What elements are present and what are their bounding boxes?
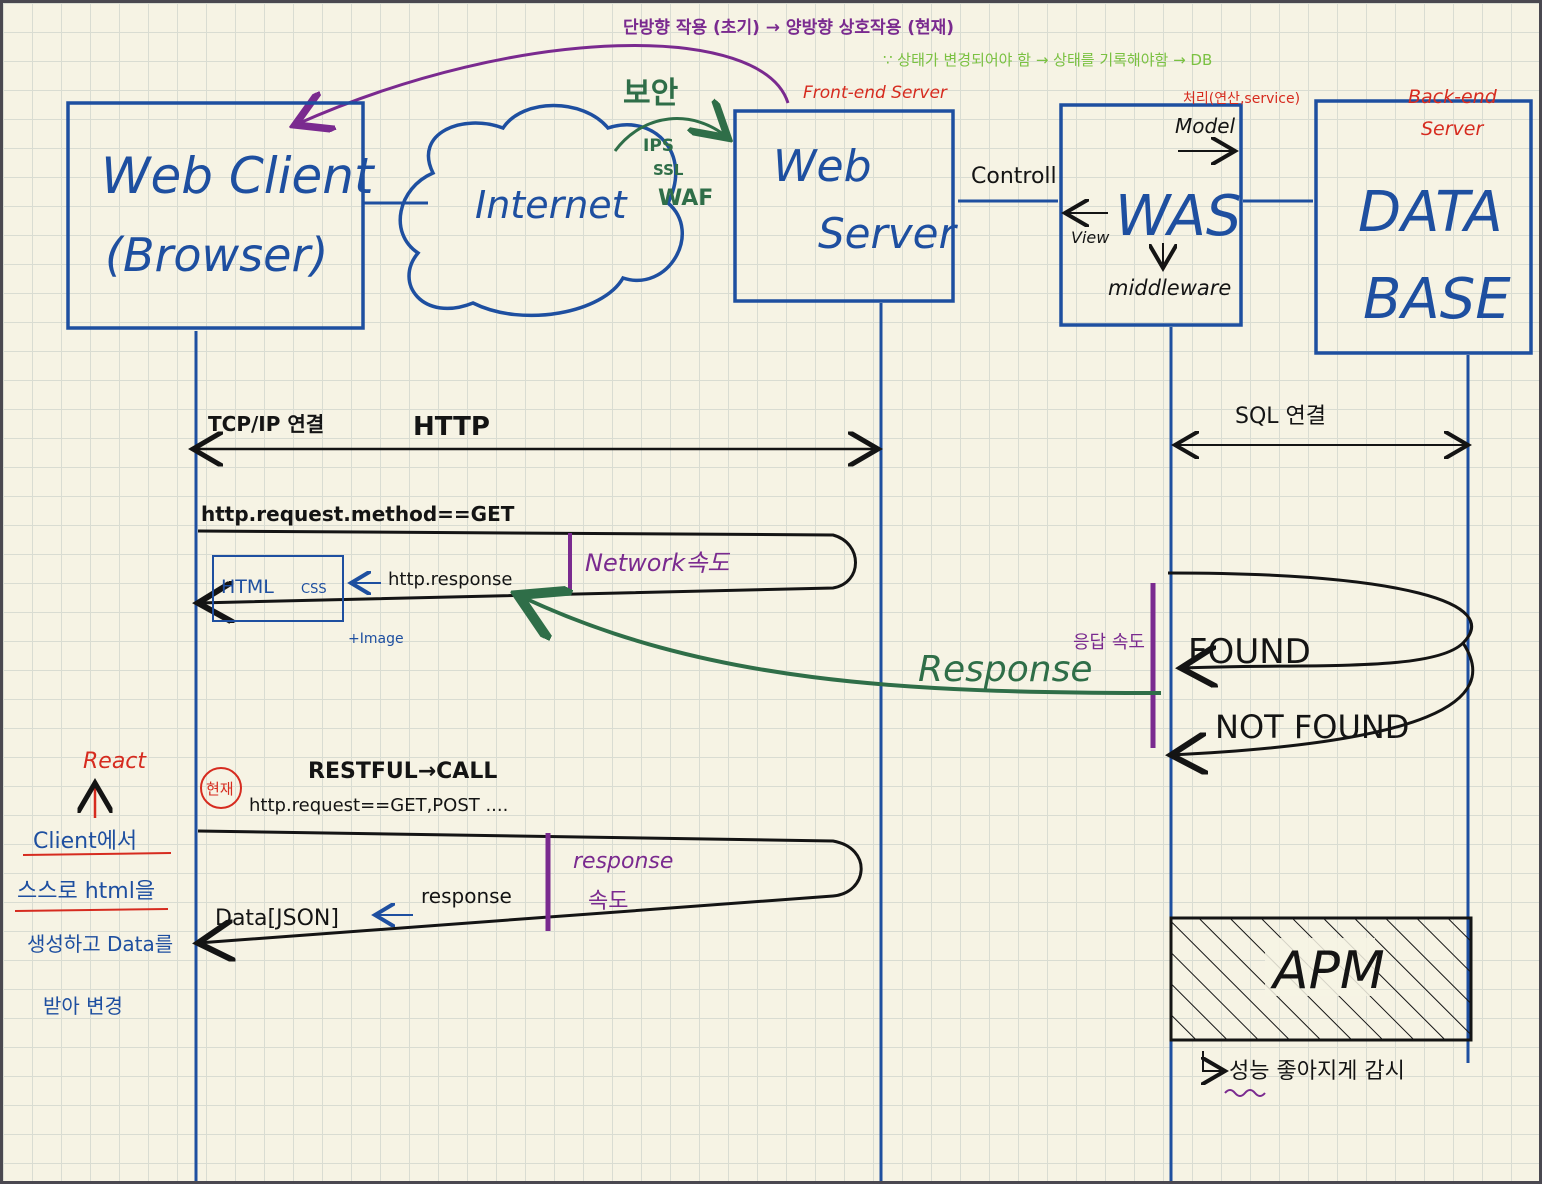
was-view: View <box>1071 228 1110 247</box>
network-speed-label: Network속도 <box>585 549 730 577</box>
request-get-label: http.request.method==GET <box>201 502 515 526</box>
data-json-label: Data[JSON] <box>215 906 339 931</box>
back-end-server-tag-2: Server <box>1421 118 1484 140</box>
internet-cloud <box>398 103 684 318</box>
apm-note: 성능 좋아지게 감시 <box>1229 1059 1405 1084</box>
sql-label: SQL 연결 <box>1235 404 1326 429</box>
response-speed2-b: 속도 <box>588 889 628 914</box>
db-notfound-loop <box>1171 642 1475 755</box>
web-server-title: Web <box>773 141 872 192</box>
diagram-svg: 단방향 작용 (초기) → 양방향 상호작용 (현재) ∵ 상태가 변경되어야 … <box>14 17 1533 1181</box>
db-found-loop <box>1167 571 1474 668</box>
apm-note-arrow <box>1203 1051 1225 1071</box>
css-label: CSS <box>301 582 327 597</box>
was-box <box>1059 103 1243 327</box>
security-ips: IPS <box>643 136 674 156</box>
web-client-box <box>66 101 365 330</box>
database-box <box>1314 99 1533 355</box>
was-model: Model <box>1175 114 1235 138</box>
side-note-underline1 <box>22 852 172 856</box>
side-note-underline2 <box>14 908 169 912</box>
web-server-subtitle: Server <box>818 209 958 258</box>
was-middleware: middleware <box>1108 276 1231 300</box>
controll-label: Controll <box>971 164 1057 189</box>
web-client-title: Web Client <box>101 147 376 205</box>
side-note-line4: 받아 변경 <box>43 994 123 1018</box>
back-end-server-tag-1: Back-end <box>1408 86 1498 108</box>
database-line1: DATA <box>1358 180 1503 245</box>
security-arrow <box>613 119 728 152</box>
side-note-line3: 생성하고 Data를 <box>27 932 173 956</box>
was-tag: 처리(연산,service) <box>1183 91 1300 107</box>
response-speed-label: 응답 속도 <box>1073 632 1145 653</box>
apm-label-bg <box>1265 938 1375 996</box>
found-label: FOUND <box>1188 632 1311 672</box>
response-small-label: response <box>421 884 512 908</box>
internet-label: Internet <box>475 183 629 227</box>
was-label: WAS <box>1115 184 1241 249</box>
side-note-line1: Client에서 <box>33 829 137 854</box>
tcp-label: TCP/IP 연결 <box>208 412 324 436</box>
restful-loop <box>198 829 863 943</box>
web-client-subtitle: (Browser) <box>105 228 328 282</box>
not-found-label: NOT FOUND <box>1215 708 1409 746</box>
now-label: 현재 <box>206 780 234 798</box>
database-line2: BASE <box>1363 267 1511 332</box>
restful-call-label: RESTFUL→CALL <box>308 759 497 784</box>
header-green-note: ∵ 상태가 변경되어야 함 → 상태를 기록해야함 → DB <box>883 51 1212 69</box>
header-purple-note: 단방향 작용 (초기) → 양방향 상호작용 (현재) <box>623 17 954 38</box>
request-getpost-label: http.request==GET,POST .... <box>249 795 508 816</box>
react-label: React <box>83 749 147 774</box>
unidirectional-arrow <box>295 44 790 125</box>
html-label: HTML <box>221 576 274 598</box>
apm-note-squiggle <box>1224 1089 1266 1097</box>
response-speed2-a: response <box>573 849 673 874</box>
security-ssl: SSL <box>653 161 684 179</box>
security-waf: WAF <box>658 186 713 211</box>
side-note-line2: 스스로 html을 <box>17 879 155 904</box>
apm-label: APM <box>1270 941 1385 1001</box>
image-label: +Image <box>348 631 404 647</box>
http-response-label: http.response <box>388 569 512 590</box>
http-label: HTTP <box>413 412 490 442</box>
security-title: 보안 <box>623 76 679 111</box>
web-server-box <box>733 109 955 303</box>
response-big-label: Response <box>918 649 1093 690</box>
get-loop <box>198 529 857 603</box>
html-css-box <box>212 555 344 622</box>
front-end-server-tag: Front-end Server <box>803 83 948 103</box>
response-green-arrow <box>518 595 1162 695</box>
now-circle <box>200 767 242 809</box>
